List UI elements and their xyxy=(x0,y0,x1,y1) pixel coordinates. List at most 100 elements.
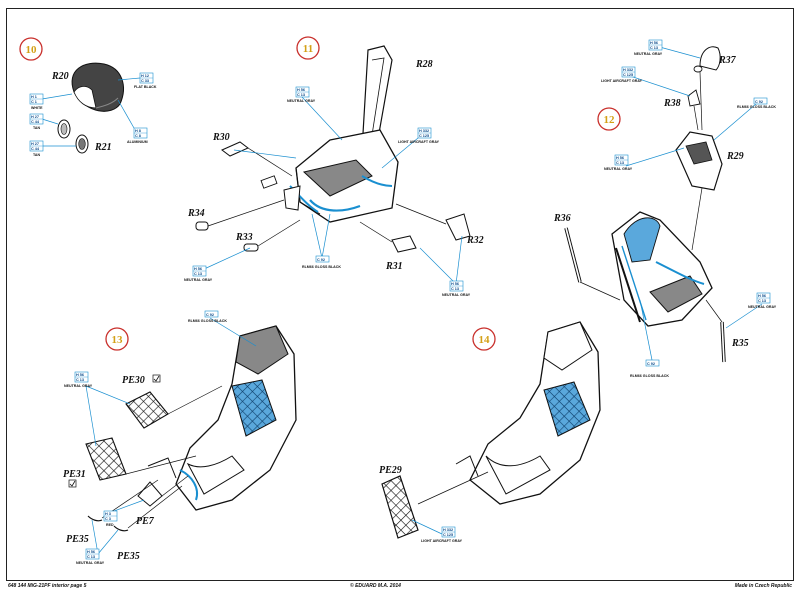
part-label-r34: R34 xyxy=(187,208,205,219)
part-label-r32: R32 xyxy=(466,235,484,246)
step-10-badge xyxy=(19,37,43,61)
svg-text:H 56: H 56 xyxy=(76,373,84,377)
part-pe30 xyxy=(125,391,169,429)
svg-text:H 1: H 1 xyxy=(31,95,37,99)
svg-text:C 3: C 3 xyxy=(105,517,111,521)
part-pe35-a xyxy=(87,515,103,522)
svg-text:H 56: H 56 xyxy=(758,294,766,298)
svg-text:TAN: TAN xyxy=(33,126,41,130)
color-callout-tan-2: H 27 C 44 TAN xyxy=(29,140,44,157)
svg-text:C 13: C 13 xyxy=(451,287,459,291)
svg-text:H 56: H 56 xyxy=(297,88,305,92)
svg-text:LIGHT AIRCRAFT GRAY: LIGHT AIRCRAFT GRAY xyxy=(601,79,643,83)
svg-text:C 44: C 44 xyxy=(31,120,40,124)
part-r32 xyxy=(445,213,471,241)
part-r37 xyxy=(699,46,721,71)
svg-text:C 1: C 1 xyxy=(31,100,37,104)
step-14-group: 14 PE29 H 332 C 125 LIGHT AIRCRAFT GRAY xyxy=(379,321,601,543)
svg-text:C 13: C 13 xyxy=(297,93,305,97)
color-callout-neutral-gray-34: H 56 C 13 NEUTRAL GRAY xyxy=(184,265,213,282)
seat-body-13 xyxy=(175,325,297,511)
part-pe31 xyxy=(85,437,127,481)
svg-text:H 56: H 56 xyxy=(194,267,202,271)
svg-text:LIGHT AIRCRAFT GRAY: LIGHT AIRCRAFT GRAY xyxy=(421,539,463,543)
footer-copyright: © EDUARD M.A. 2014 xyxy=(350,583,401,589)
part-label-r37: R37 xyxy=(718,55,737,66)
svg-text:H 12: H 12 xyxy=(141,74,149,78)
color-callout-neutral-gray-12: H 56 C 13 NEUTRAL GRAY xyxy=(634,39,663,56)
seat-harness-mesh-13 xyxy=(231,379,277,437)
svg-text:NEUTRAL GRAY: NEUTRAL GRAY xyxy=(748,305,777,309)
part-label-r31: R31 xyxy=(385,261,403,272)
svg-text:C 13: C 13 xyxy=(758,299,766,303)
step-13-badge xyxy=(105,327,129,351)
svg-text:H 332: H 332 xyxy=(443,528,453,532)
svg-text:H 56: H 56 xyxy=(87,550,95,554)
color-callout-neutral-gray-11: H 56 C 13 NEUTRAL GRAY xyxy=(287,86,316,103)
part-label-r28: R28 xyxy=(415,59,433,70)
svg-text:H 332: H 332 xyxy=(623,68,633,72)
footer-page-info: 648 144 MiG-21PF interior page 5 xyxy=(8,583,87,589)
svg-text:H 332: H 332 xyxy=(419,129,429,133)
svg-text:C 8: C 8 xyxy=(135,134,141,138)
part-label-r35: R35 xyxy=(731,338,749,349)
color-callout-rlm66-11: C 92 RLM66 GLOSS BLACK xyxy=(302,255,341,269)
part-r31 xyxy=(391,235,417,253)
part-label-r38: R38 xyxy=(663,98,681,109)
part-label-pe30: PE30 xyxy=(122,375,145,386)
color-callout-neutral-gray-13b: H 56 C 13 NEUTRAL GRAY xyxy=(76,548,105,565)
step-12-group: 12 R37 R38 R29 R36 R35 xyxy=(553,39,777,378)
svg-text:C 13: C 13 xyxy=(650,46,658,50)
seat-harness-mesh-14 xyxy=(543,381,591,437)
svg-text:WHITE: WHITE xyxy=(31,106,43,110)
svg-text:C 33: C 33 xyxy=(141,79,149,83)
color-callout-neutral-gray-13: H 56 C 13 NEUTRAL GRAY xyxy=(64,371,93,388)
svg-text:C 92: C 92 xyxy=(755,100,763,104)
svg-text:H 27: H 27 xyxy=(31,115,39,119)
part-r30 xyxy=(221,141,249,157)
svg-text:C 125: C 125 xyxy=(623,73,633,77)
svg-text:C 92: C 92 xyxy=(317,258,325,262)
part-label-pe35-a: PE35 xyxy=(66,534,89,545)
step-11-group: 11 R28 R30 R34 R33 R31 R32 xyxy=(184,36,484,297)
helmet-visor xyxy=(73,86,97,109)
part-label-pe35-b: PE35 xyxy=(117,551,140,562)
svg-text:RLM66 GLOSS BLACK: RLM66 GLOSS BLACK xyxy=(188,319,227,323)
svg-text:NEUTRAL GRAY: NEUTRAL GRAY xyxy=(287,99,316,103)
part-label-r29: R29 xyxy=(726,151,744,162)
svg-text:C 125: C 125 xyxy=(419,134,429,138)
svg-text:C 125: C 125 xyxy=(443,533,453,537)
color-callout-light-aircraft-gray-14: H 332 C 125 LIGHT AIRCRAFT GRAY xyxy=(421,526,463,543)
svg-text:NEUTRAL GRAY: NEUTRAL GRAY xyxy=(76,561,105,565)
step-12-number: 12 xyxy=(604,114,616,126)
color-callout-red: H 3 C 3 RED xyxy=(103,510,118,527)
part-pe35-b xyxy=(113,525,129,532)
color-callout-light-aircraft-gray-11: H 332 C 125 LIGHT AIRCRAFT GRAY xyxy=(398,127,440,144)
part-label-r30: R30 xyxy=(212,132,230,143)
svg-text:C 44: C 44 xyxy=(31,147,40,151)
color-callout-light-aircraft-gray-12: H 332 C 125 LIGHT AIRCRAFT GRAY xyxy=(601,66,643,83)
step-14-badge xyxy=(472,327,496,351)
svg-text:H 3: H 3 xyxy=(105,512,111,516)
color-callout-neutral-gray-35: H 56 C 13 NEUTRAL GRAY xyxy=(748,292,777,309)
svg-text:RED: RED xyxy=(106,523,114,527)
svg-text:NEUTRAL GRAY: NEUTRAL GRAY xyxy=(604,167,633,171)
part-label-r21: R21 xyxy=(94,142,112,153)
instruction-sheet-border xyxy=(6,8,794,581)
svg-text:H 27: H 27 xyxy=(31,142,39,146)
step-13-group: 13 PE30 PE31 PE7 PE35 PE35 xyxy=(63,310,297,565)
seat-headrest-14 xyxy=(543,321,593,371)
svg-text:NEUTRAL GRAY: NEUTRAL GRAY xyxy=(634,52,663,56)
step-11-badge xyxy=(296,36,320,60)
svg-text:RLM66 GLOSS BLACK: RLM66 GLOSS BLACK xyxy=(630,374,669,378)
step-13-number: 13 xyxy=(112,334,124,346)
part-pe29 xyxy=(381,475,419,539)
part-label-r20: R20 xyxy=(51,71,69,82)
svg-text:RLM66 GLOSS BLACK: RLM66 GLOSS BLACK xyxy=(302,265,341,269)
color-callout-rlm66-12b: C 92 RLM66 GLOSS BLACK xyxy=(630,359,669,378)
svg-text:LIGHT AIRCRAFT GRAY: LIGHT AIRCRAFT GRAY xyxy=(398,140,440,144)
svg-text:C 13: C 13 xyxy=(87,555,95,559)
svg-text:H 56: H 56 xyxy=(451,282,459,286)
svg-text:NEUTRAL GRAY: NEUTRAL GRAY xyxy=(442,293,471,297)
footer-origin: Made in Czech Republic xyxy=(734,583,792,589)
